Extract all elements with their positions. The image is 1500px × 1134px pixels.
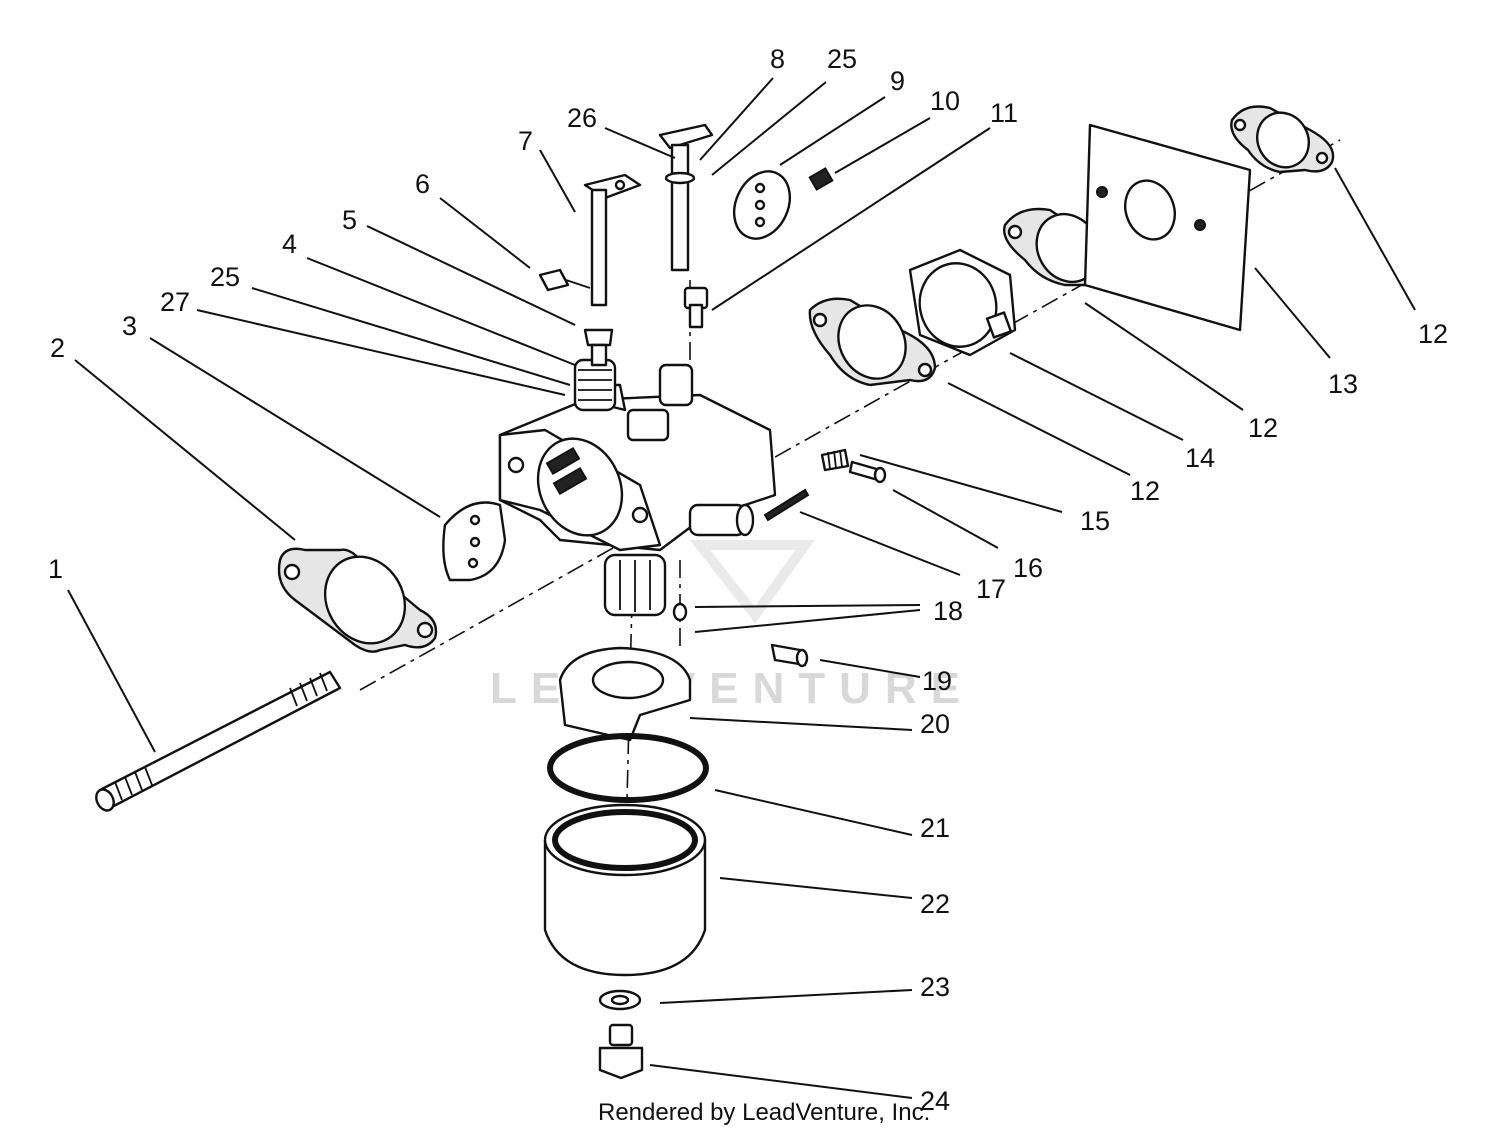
leader-lines — [67, 77, 1416, 1099]
callout-25: 25 — [210, 262, 240, 292]
callout-19: 19 — [922, 666, 952, 696]
part-17-pin — [763, 488, 810, 522]
part-6-screw — [538, 268, 591, 292]
part-21-o-ring — [547, 733, 709, 803]
part-19-screw — [770, 643, 809, 668]
callout-20: 20 — [920, 709, 950, 739]
callout-13: 13 — [1328, 369, 1358, 399]
callout-25: 25 — [827, 44, 857, 74]
part-23-washer — [598, 989, 642, 1011]
credit-text: Rendered by LeadVenture, Inc. — [598, 1099, 930, 1126]
callout-22: 22 — [920, 889, 950, 919]
part-9-choke-plate — [732, 170, 792, 240]
callout-6: 6 — [415, 169, 430, 199]
callout-3: 3 — [122, 311, 137, 341]
callout-27: 27 — [160, 287, 190, 317]
part-2-gasket — [277, 547, 438, 653]
callout-1: 1 — [48, 554, 63, 584]
part-12-gasket-c — [1230, 105, 1335, 174]
callout-24: 24 — [920, 1086, 950, 1116]
callout-18: 18 — [933, 596, 963, 626]
callout-4: 4 — [282, 229, 297, 259]
callout-12: 12 — [1248, 413, 1278, 443]
callout-23: 23 — [920, 972, 950, 1002]
part-10-screw — [808, 167, 834, 191]
part-22-float-bowl — [543, 803, 707, 977]
part-16-screw — [848, 460, 887, 484]
part-14-spacer — [908, 248, 1017, 357]
part-18-clip — [672, 602, 688, 622]
callout-9: 9 — [890, 66, 905, 96]
callout-10: 10 — [930, 86, 960, 116]
part-24-bolt — [598, 1023, 644, 1080]
callout-8: 8 — [770, 44, 785, 74]
callout-5: 5 — [342, 205, 357, 235]
callout-12: 12 — [1130, 476, 1160, 506]
part-20-float — [558, 646, 692, 742]
callout-15: 15 — [1080, 506, 1110, 536]
part-8-choke-shaft — [658, 123, 714, 272]
callout-12: 12 — [1418, 319, 1448, 349]
callout-16: 16 — [1013, 553, 1043, 583]
part-3-plate — [442, 501, 507, 582]
carburetor-body — [498, 358, 777, 617]
part-7-throttle-shaft — [583, 173, 642, 307]
part-13-plate — [1083, 123, 1252, 332]
callout-14: 14 — [1185, 443, 1215, 473]
callout-2: 2 — [50, 333, 65, 363]
callout-26: 26 — [567, 103, 597, 133]
callout-7: 7 — [518, 126, 533, 156]
part-15-spring — [820, 448, 850, 472]
callout-11: 11 — [990, 98, 1018, 128]
part-11-jet — [683, 286, 709, 329]
part-12-gasket-a — [808, 297, 937, 387]
callout-17: 17 — [976, 574, 1006, 604]
callout-21: 21 — [920, 813, 950, 843]
watermark-logo — [689, 540, 815, 624]
callout-labels: 1 2 3 27 25 4 5 6 7 26 8 25 9 10 11 12 1… — [48, 44, 1448, 1116]
part-1-stud — [95, 670, 342, 812]
part-5-screw — [583, 328, 614, 367]
